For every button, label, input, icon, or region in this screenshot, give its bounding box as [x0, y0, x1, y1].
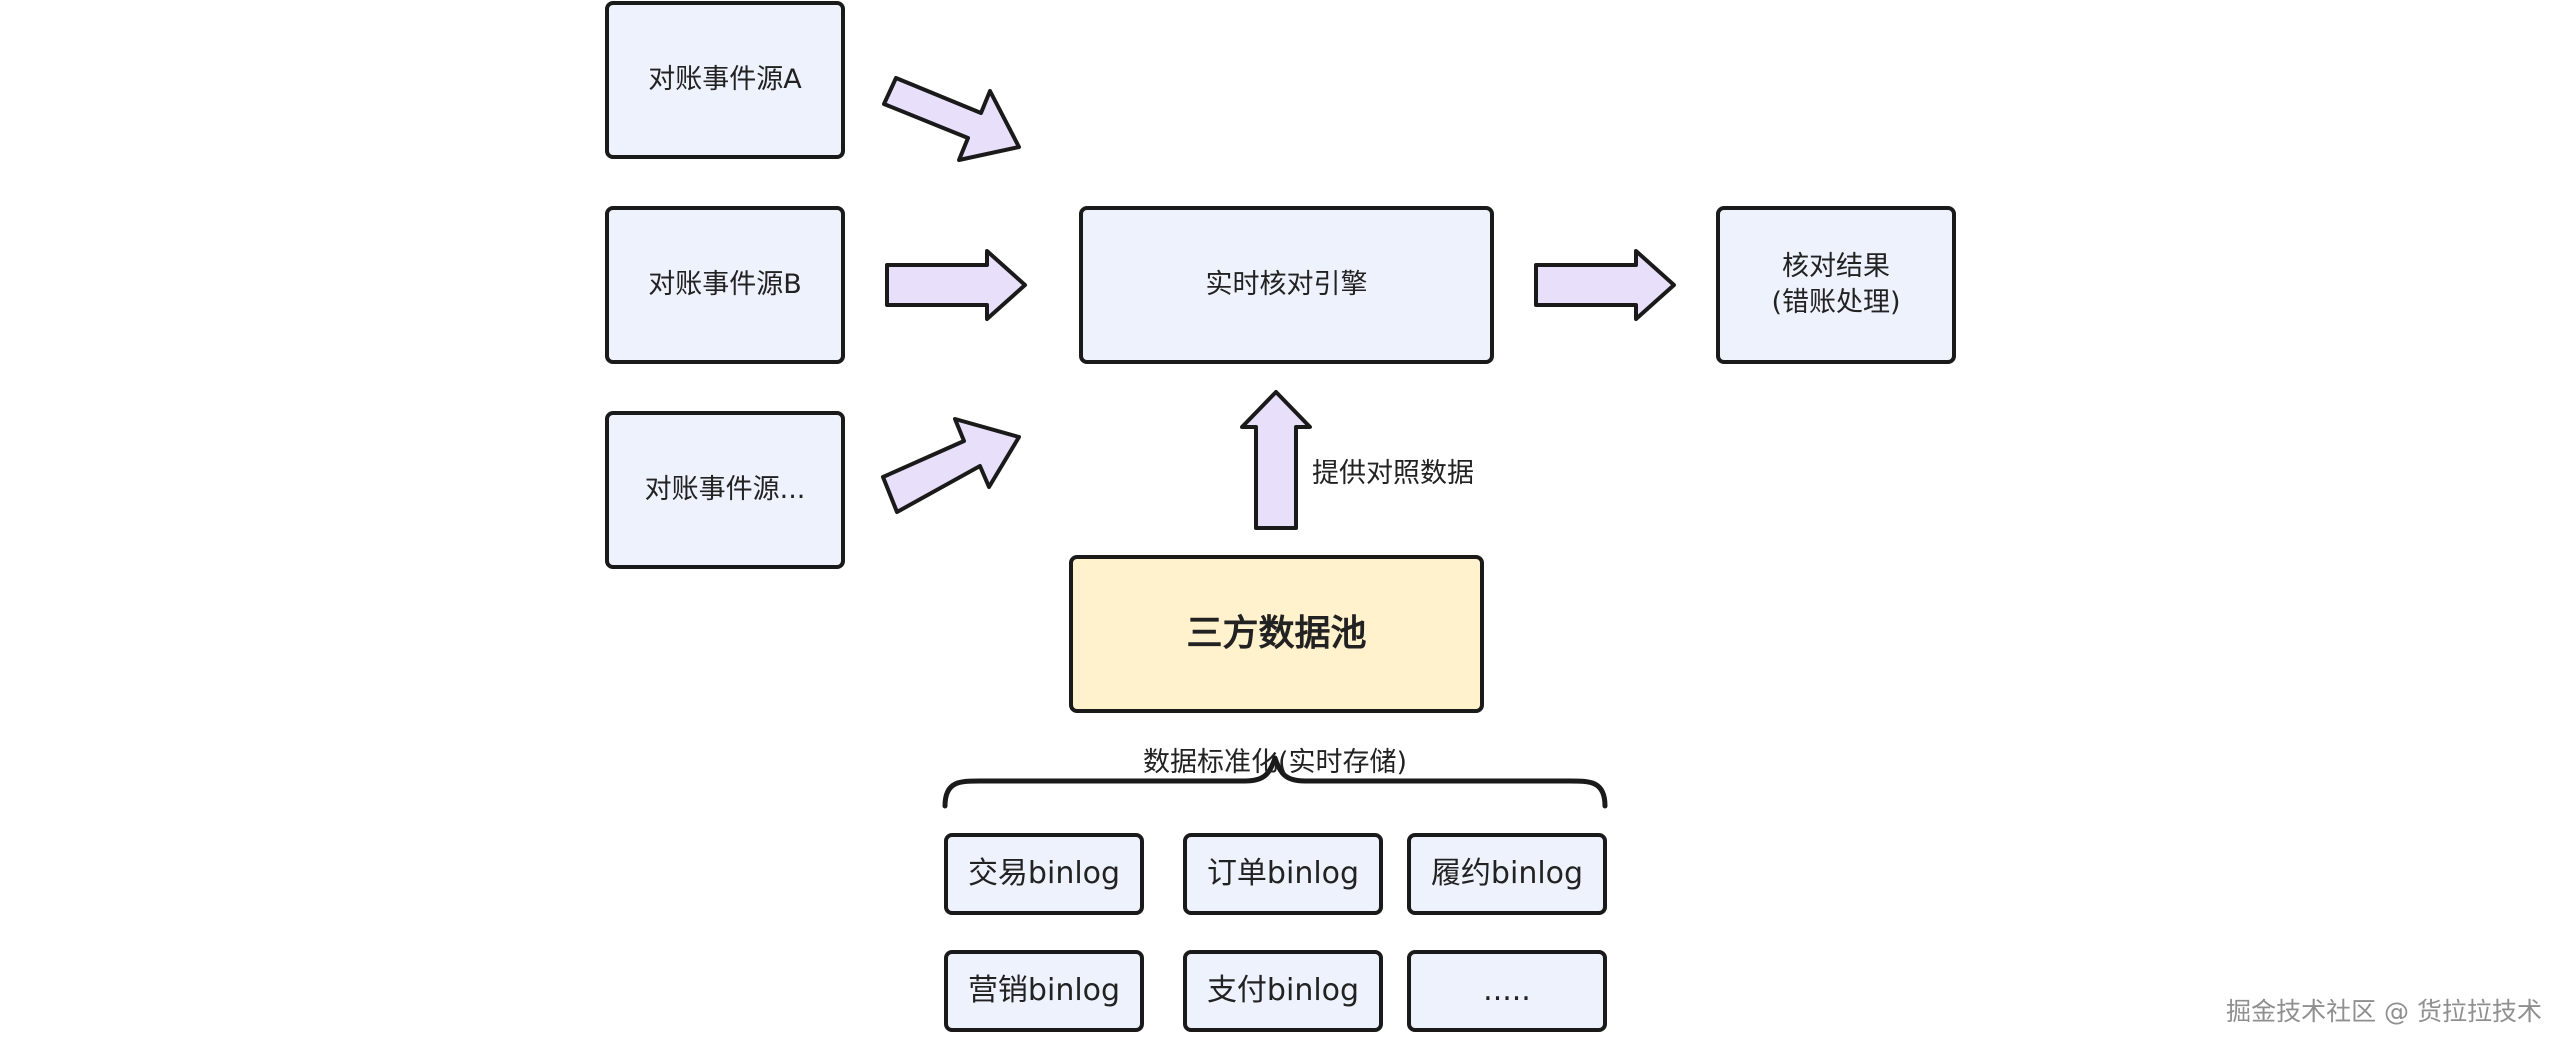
arrow-engine-to-result [1534, 249, 1676, 321]
realtime-engine-box: 实时核对引擎 [1079, 206, 1494, 364]
arrow-source-a [882, 76, 1021, 162]
binlog-box-marketing: 营销binlog [944, 950, 1144, 1032]
binlog-box-more: ..... [1407, 950, 1607, 1032]
event-source-more-box: 对账事件源... [605, 411, 845, 569]
standardize-label: 数据标准化(实时存储) [1143, 747, 1408, 778]
standardize-brace [942, 755, 1608, 809]
event-source-a-box: 对账事件源A [605, 1, 845, 159]
binlog-box-trade: 交易binlog [944, 833, 1144, 915]
binlog-box-order: 订单binlog [1183, 833, 1383, 915]
check-result-box: 核对结果 (错账处理) [1716, 206, 1956, 364]
data-pool-box: 三方数据池 [1069, 555, 1484, 713]
binlog-box-payment: 支付binlog [1183, 950, 1383, 1032]
event-source-b-box: 对账事件源B [605, 206, 845, 364]
binlog-box-fulfillment: 履约binlog [1407, 833, 1607, 915]
watermark-text: 掘金技术社区 @ 货拉拉技术 [2226, 997, 2542, 1026]
provide-data-label: 提供对照数据 [1312, 458, 1474, 489]
arrow-source-b [885, 249, 1027, 321]
arrow-source-more [881, 417, 1021, 514]
arrow-pool-to-engine [1240, 390, 1312, 530]
